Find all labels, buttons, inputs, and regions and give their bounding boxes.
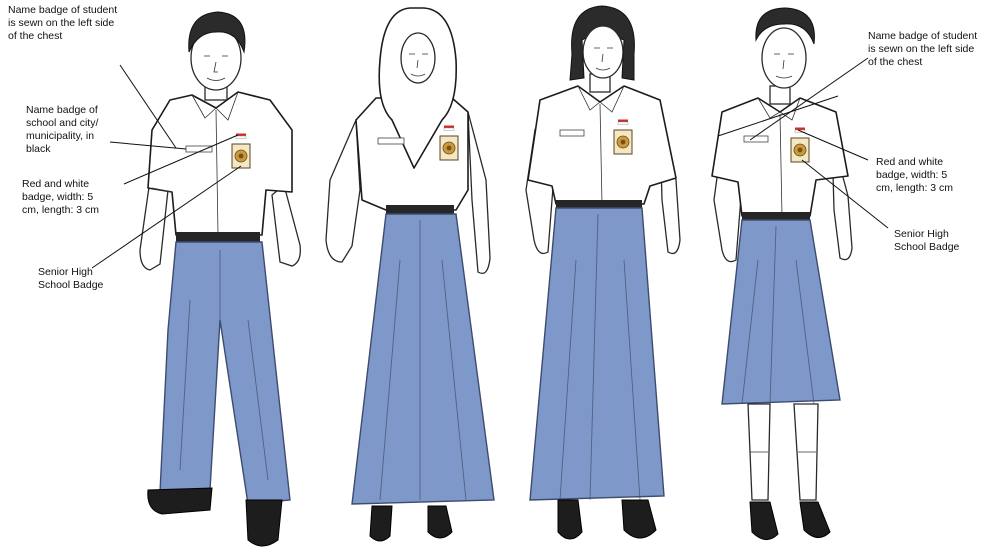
figure-boy xyxy=(140,12,300,546)
label-right-student-name-badge: Name badge of student is sewn on the lef… xyxy=(868,30,977,69)
label-left-senior-high-badge: Senior High School Badge xyxy=(38,266,103,292)
figure-short-hair-girl xyxy=(712,8,852,540)
label-right-red-white-badge: Red and white badge, width: 5 cm, length… xyxy=(876,156,953,195)
label-left-red-white-badge: Red and white badge, width: 5 cm, length… xyxy=(22,178,99,217)
label-left-student-name-badge: Name badge of student is sewn on the lef… xyxy=(8,4,117,43)
label-left-school-city-badge: Name badge of school and city/ municipal… xyxy=(26,104,98,156)
figure-bob-girl xyxy=(526,6,680,539)
figure-hijab-girl xyxy=(326,8,494,541)
short-hair-skirt xyxy=(722,220,840,404)
label-right-senior-high-badge: Senior High School Badge xyxy=(894,228,959,254)
boy-trousers xyxy=(160,242,290,504)
boy-shirt xyxy=(148,92,292,235)
hijab-skirt xyxy=(352,214,494,504)
